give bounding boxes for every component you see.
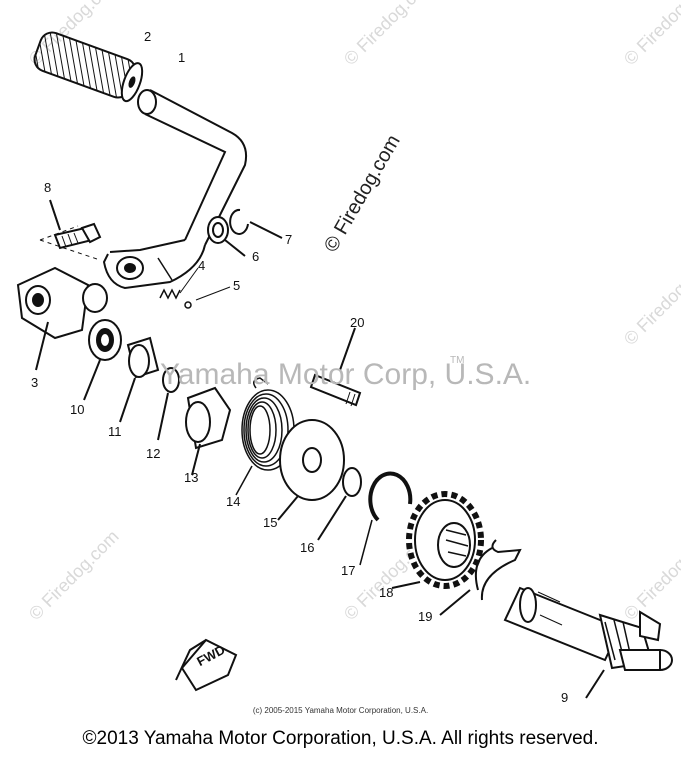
part-19-clip-spring [439, 539, 522, 616]
part-10-oil-seal [83, 319, 122, 401]
part-4-spring [159, 267, 199, 300]
callout-12: 12 [146, 446, 161, 461]
callout-11: 11 [108, 424, 122, 439]
part-8-bolt [39, 199, 102, 261]
part-11-bushing [119, 336, 160, 423]
part-9-kick-shaft [503, 586, 673, 699]
callout-14: 14 [226, 494, 241, 509]
part-2-grip [33, 31, 144, 103]
watermark-main: Yamaha Motor Corp, U.S.A. [160, 358, 532, 391]
callout-16: 16 [300, 540, 315, 555]
callout-7: 7 [285, 232, 293, 247]
part-1-kick-lever [102, 89, 248, 290]
callout-9: 9 [561, 690, 569, 705]
callout-20: 20 [350, 315, 365, 330]
part-18-kick-gear [391, 491, 484, 589]
part-16-circlip [317, 467, 362, 541]
part-20-pin [309, 327, 362, 407]
callout-8: 8 [44, 180, 52, 195]
callout-10: 10 [70, 402, 85, 417]
callout-2: 2 [144, 29, 152, 44]
part-3-boss [16, 266, 108, 371]
callout-18: 18 [379, 585, 394, 600]
part-15-plate [277, 419, 345, 521]
part-13-collar [185, 386, 232, 476]
part-17-spring-clip [359, 471, 413, 566]
copyright-footer: ©2013 Yamaha Motor Corporation, U.S.A. A… [82, 728, 599, 749]
part-6-washer [207, 216, 246, 257]
fwd-arrow-icon [175, 638, 238, 692]
small-copyright: (c) 2005-2015 Yamaha Motor Corporation, … [252, 706, 429, 715]
callout-6: 6 [252, 249, 260, 264]
callout-19: 19 [418, 609, 433, 624]
callout-3: 3 [31, 375, 39, 390]
callout-15: 15 [263, 515, 278, 530]
callout-1: 1 [178, 50, 186, 65]
callout-4: 4 [198, 258, 206, 273]
watermark-tm: TM [450, 355, 465, 366]
callout-5: 5 [233, 278, 241, 293]
callout-17: 17 [341, 563, 356, 578]
part-5-ball [184, 286, 231, 309]
part-7-clip [229, 208, 283, 239]
callout-13: 13 [184, 470, 199, 485]
part-12-circlip [157, 367, 180, 441]
